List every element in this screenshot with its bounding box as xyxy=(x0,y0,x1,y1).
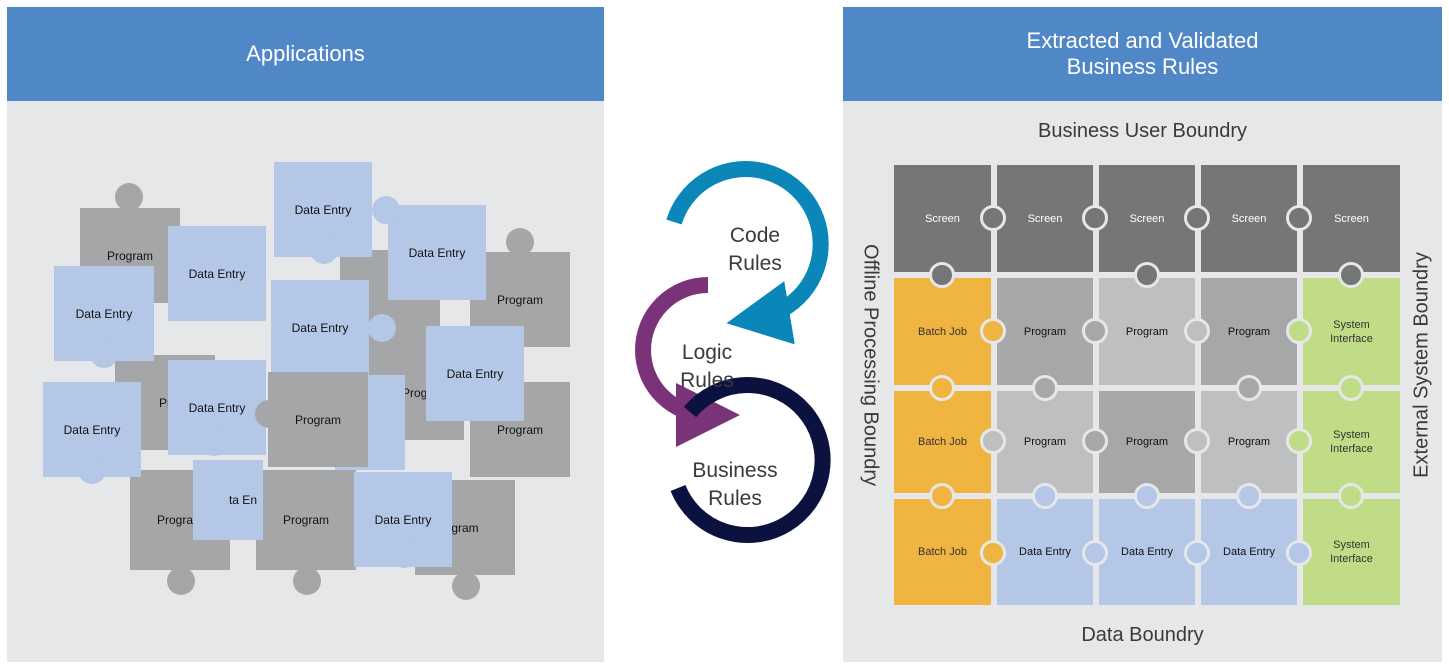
puzzle-piece: Data Entry xyxy=(426,326,524,421)
puzzle-piece: ta En xyxy=(193,460,263,540)
grid-cell-program: Program xyxy=(994,388,1096,496)
puzzle-piece: Data Entry xyxy=(388,205,486,300)
puzzle-knob xyxy=(1134,262,1160,288)
puzzle-piece: Data Entry xyxy=(274,162,372,257)
grid-cell-screen: Screen xyxy=(994,162,1096,275)
header-line-2: Business Rules xyxy=(1066,54,1219,79)
puzzle-knob xyxy=(1082,205,1108,231)
puzzle-knob xyxy=(1082,540,1108,566)
applications-title: Applications xyxy=(246,41,365,66)
puzzle-knob xyxy=(1236,483,1262,509)
puzzle-knob xyxy=(1286,540,1312,566)
grid-cell-batch-job: Batch Job xyxy=(891,275,994,388)
grid-cell-screen: Screen xyxy=(891,162,994,275)
puzzle-knob xyxy=(929,483,955,509)
puzzle-knob xyxy=(929,375,955,401)
puzzle-knob xyxy=(1286,428,1312,454)
puzzle-knob xyxy=(980,318,1006,344)
grid-cell-batch-job: Batch Job xyxy=(891,388,994,496)
puzzle-knob xyxy=(1286,205,1312,231)
business-rules-ring xyxy=(670,377,831,543)
grid-cell-data-entry: Data Entry xyxy=(1096,496,1198,608)
puzzle-knob xyxy=(452,572,480,600)
grid-cell-batch-job: Batch Job xyxy=(891,496,994,608)
puzzle-piece: Program xyxy=(268,372,368,467)
puzzle-knob xyxy=(1338,375,1364,401)
puzzle-knob xyxy=(1286,318,1312,344)
grid-cell-screen: Screen xyxy=(1300,162,1403,275)
puzzle-knob xyxy=(929,262,955,288)
puzzle-knob xyxy=(1184,318,1210,344)
puzzle-knob xyxy=(1338,262,1364,288)
header-line-1: Extracted and Validated xyxy=(1026,28,1259,53)
code-rules-arrow xyxy=(666,161,829,345)
puzzle-piece: Data Entry xyxy=(271,280,369,375)
puzzle-knob xyxy=(1338,483,1364,509)
puzzle-knob xyxy=(980,540,1006,566)
puzzle-knob xyxy=(78,456,106,484)
puzzle-knob xyxy=(1032,375,1058,401)
puzzle-knob xyxy=(167,567,195,595)
puzzle-knob xyxy=(1184,205,1210,231)
logic-rules-arrow xyxy=(635,277,740,447)
puzzle-piece: Program xyxy=(256,470,356,570)
grid-cell-data-entry: Data Entry xyxy=(994,496,1096,608)
puzzle-knob xyxy=(372,196,400,224)
puzzle-piece: Data Entry xyxy=(168,226,266,321)
puzzle-knob xyxy=(980,205,1006,231)
boundary-bottom-label: Data Boundry xyxy=(1081,624,1204,646)
puzzle-knob xyxy=(1236,375,1262,401)
grid-cell-screen: Screen xyxy=(1096,162,1198,275)
puzzle-knob xyxy=(368,314,396,342)
boundary-right-label: External System Boundry xyxy=(1410,252,1433,478)
puzzle-knob xyxy=(1134,483,1160,509)
puzzle-knob xyxy=(980,428,1006,454)
grid-cell-program: Program xyxy=(1198,388,1300,496)
puzzle-knob xyxy=(1184,540,1210,566)
boundary-top-label: Business User Boundry xyxy=(1038,120,1247,142)
puzzle-knob xyxy=(1082,318,1108,344)
grid-cell-data-entry: Data Entry xyxy=(1198,496,1300,608)
puzzle-knob xyxy=(506,228,534,256)
puzzle-knob xyxy=(90,340,118,368)
puzzle-knob xyxy=(293,567,321,595)
grid-cell-program: Program xyxy=(1096,275,1198,388)
business-rules-header: Extracted and Validated Business Rules xyxy=(843,7,1442,101)
puzzle-knob xyxy=(310,236,338,264)
puzzle-knob xyxy=(200,428,228,456)
grid-cell-program: Program xyxy=(994,275,1096,388)
puzzle-knob xyxy=(1032,483,1058,509)
puzzle-knob xyxy=(1082,428,1108,454)
applications-header: Applications xyxy=(7,7,604,101)
grid-cell-screen: Screen xyxy=(1198,162,1300,275)
boundary-left-label: Offline Processing Boundry xyxy=(859,244,882,486)
puzzle-knob xyxy=(115,183,143,211)
puzzle-knob xyxy=(255,400,283,428)
grid-cell-program: Program xyxy=(1096,388,1198,496)
puzzle-knob xyxy=(390,540,418,568)
grid-cell-program: Program xyxy=(1198,275,1300,388)
puzzle-knob xyxy=(1184,428,1210,454)
rules-cycle-diagram xyxy=(635,161,831,543)
